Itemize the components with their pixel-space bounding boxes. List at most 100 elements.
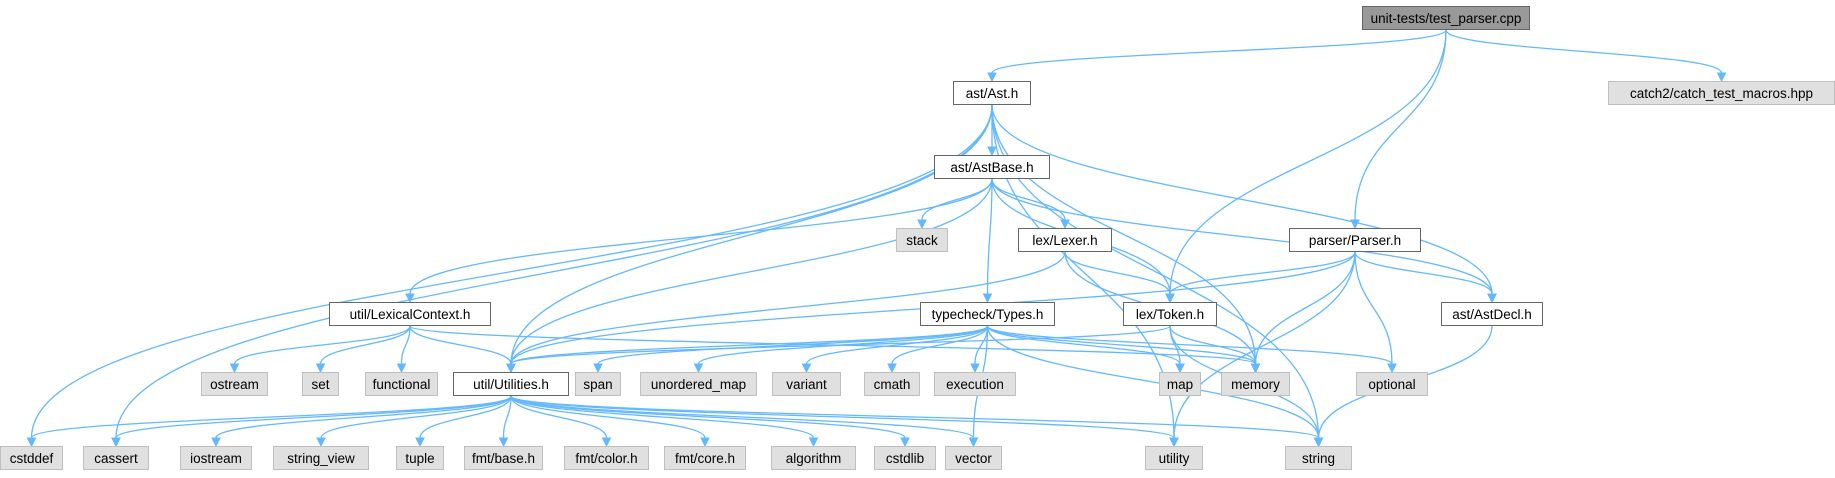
edge-line	[1354, 251, 1493, 295]
arrow-head-icon	[1487, 293, 1497, 304]
arrow-head-icon	[1060, 219, 1070, 230]
edge-line	[409, 178, 993, 295]
node-label: stack	[906, 233, 938, 248]
arrow-head-icon	[396, 363, 407, 374]
edge-line	[991, 178, 1066, 221]
node-label: vector	[955, 451, 992, 466]
arrow-head-icon	[693, 363, 704, 374]
node-label: util/LexicalContext.h	[350, 307, 471, 322]
edge-line	[991, 104, 1493, 295]
edge-line	[891, 325, 989, 365]
node-fmtcore: fmt/core.h	[664, 446, 746, 470]
edge-test_parser-to-ast	[987, 29, 1447, 83]
arrow-head-icon	[593, 363, 603, 374]
node-box	[1123, 302, 1217, 326]
node-label: cstddef	[10, 451, 54, 466]
node-label: tuple	[405, 451, 434, 466]
node-ast[interactable]: ast/Ast.h	[953, 81, 1031, 105]
node-label: fmt/core.h	[675, 451, 735, 466]
node-box	[920, 302, 1055, 326]
edge-types-to-utilities	[506, 325, 989, 374]
edge-parser-to-astdecl	[1354, 251, 1497, 304]
node-box	[302, 372, 339, 396]
node-label: iostream	[190, 451, 242, 466]
edge-lexctx-to-set	[315, 325, 411, 374]
node-box	[273, 446, 369, 470]
node-utilities[interactable]: util/Utilities.h	[453, 372, 569, 396]
node-box	[180, 446, 252, 470]
node-box	[896, 228, 948, 252]
node-tuple: tuple	[396, 446, 444, 470]
node-fmtcolor: fmt/color.h	[564, 446, 649, 470]
edge-lexer-to-token	[1064, 251, 1175, 304]
edge-line	[986, 325, 1257, 365]
edge-line	[510, 395, 975, 439]
node-parser[interactable]: parser/Parser.h	[1289, 228, 1421, 252]
arrow-head-icon	[601, 437, 612, 448]
edge-line	[1254, 251, 1356, 365]
edge-utilities-to-vector	[510, 395, 979, 448]
node-label: utility	[1159, 451, 1190, 466]
node-box	[664, 446, 746, 470]
node-string_view: string_view	[273, 446, 369, 470]
edge-line	[921, 178, 993, 221]
arrow-head-icon	[415, 437, 425, 448]
node-label: ast/Ast.h	[966, 86, 1019, 101]
edge-utilities-to-fmtbase	[498, 395, 512, 448]
node-lexer[interactable]: lex/Lexer.h	[1018, 228, 1112, 252]
node-box	[1285, 446, 1352, 470]
node-box	[934, 372, 1016, 396]
edge-astbase-to-stack	[917, 178, 993, 230]
edge-types-to-cmath	[887, 325, 989, 374]
node-token[interactable]: lex/Token.h	[1123, 302, 1217, 326]
node-vector: vector	[945, 446, 1002, 470]
edge-line	[510, 395, 706, 439]
arrow-head-icon	[316, 437, 326, 448]
node-functional: functional	[365, 372, 438, 396]
edge-line	[1445, 29, 1723, 74]
node-box	[453, 372, 569, 396]
node-box	[464, 446, 543, 470]
edge-token-to-utilities	[506, 325, 1171, 374]
arrow-head-icon	[1313, 437, 1324, 448]
node-lexctx[interactable]: util/LexicalContext.h	[329, 302, 491, 326]
node-label: lex/Token.h	[1136, 307, 1204, 322]
node-box	[953, 81, 1031, 105]
node-box	[1018, 228, 1112, 252]
edge-line	[115, 395, 512, 439]
node-label: fmt/base.h	[472, 451, 535, 466]
arrow-head-icon	[26, 437, 37, 448]
node-iostream: iostream	[180, 446, 252, 470]
node-label: typecheck/Types.h	[932, 307, 1044, 322]
edge-line	[986, 325, 1181, 365]
node-box	[640, 372, 757, 396]
node-box	[1362, 6, 1530, 30]
arrow-head-icon	[498, 437, 509, 448]
node-label: unordered_map	[651, 377, 746, 392]
node-test_parser[interactable]: unit-tests/test_parser.cpp	[1362, 6, 1530, 30]
edge-line	[1169, 325, 1257, 365]
node-memory: memory	[1221, 372, 1290, 396]
edge-line	[991, 104, 1175, 439]
node-cassert: cassert	[83, 446, 149, 470]
node-string: string	[1285, 446, 1352, 470]
node-set: set	[302, 372, 339, 396]
edge-astbase-to-types	[982, 178, 993, 304]
node-label: ostream	[210, 377, 259, 392]
node-astbase[interactable]: ast/AstBase.h	[934, 155, 1050, 179]
edge-line	[319, 325, 411, 365]
node-ostream: ostream	[201, 372, 268, 396]
edge-line	[991, 178, 1493, 295]
node-types[interactable]: typecheck/Types.h	[920, 302, 1055, 326]
node-label: parser/Parser.h	[1309, 233, 1401, 248]
arrow-head-icon	[1387, 363, 1397, 374]
node-astdecl[interactable]: ast/AstDecl.h	[1441, 302, 1543, 326]
arrow-head-icon	[506, 363, 516, 374]
edge-line	[805, 325, 989, 365]
edge-utilities-to-string	[510, 395, 1324, 448]
node-label: variant	[786, 377, 827, 392]
node-cstdlib: cstdlib	[874, 446, 936, 470]
edge-line	[1064, 251, 1171, 295]
arrow-head-icon	[917, 219, 927, 230]
node-label: execution	[946, 377, 1004, 392]
